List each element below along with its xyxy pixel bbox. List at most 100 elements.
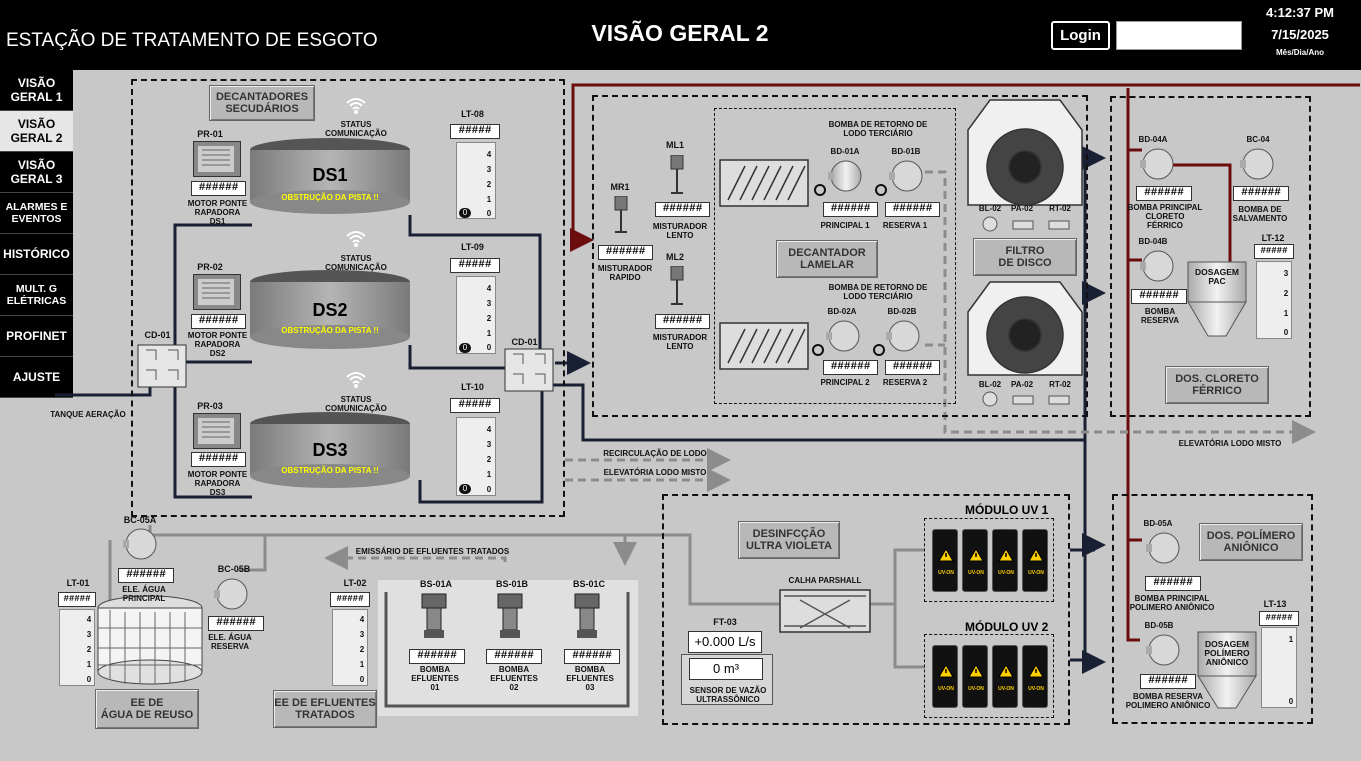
valve-icon[interactable] bbox=[1012, 393, 1034, 407]
gauge-scale-3: 3 bbox=[359, 630, 365, 639]
bs01c-tag: BS-01C bbox=[572, 579, 605, 589]
uv-module-1-frame bbox=[924, 518, 1054, 602]
nav-alarmes-eventos[interactable]: ALARMES E EVENTOS bbox=[0, 193, 73, 234]
reserva1-label: RESERVA 1 bbox=[882, 221, 928, 230]
uv-lamp-tile[interactable]: UV-ON bbox=[962, 529, 988, 592]
lamelar-decanter-button[interactable]: DECANTADOR LAMELAR bbox=[776, 240, 878, 278]
valve-icon[interactable] bbox=[1012, 218, 1034, 232]
bd05b-label: BOMBA RESERVA POLIMERO ANIÔNICO bbox=[1125, 692, 1211, 710]
submersible-pump-icon[interactable] bbox=[573, 592, 601, 642]
nav-visao-geral-1[interactable]: VISÃO GERAL 1 bbox=[0, 70, 73, 111]
chloride-dosing-button[interactable]: DOS. CLORETO FÉRRICO bbox=[1165, 366, 1269, 404]
uv-lamp-tile[interactable]: UV-ON bbox=[1022, 529, 1048, 592]
decanters-section-frame bbox=[131, 79, 565, 517]
pump-icon[interactable] bbox=[886, 318, 922, 354]
ds1-tank-name[interactable]: DS1 bbox=[312, 165, 348, 185]
gauge-scale-2: 2 bbox=[359, 645, 365, 654]
mixer-icon[interactable] bbox=[613, 195, 629, 236]
lt02-tag: LT-02 bbox=[343, 578, 367, 588]
lt02-value: ##### bbox=[330, 592, 370, 607]
blower-icon[interactable] bbox=[980, 391, 1000, 407]
pump-icon[interactable] bbox=[828, 158, 864, 194]
reuse-water-tank bbox=[97, 595, 203, 685]
uv-lamp-tile[interactable]: UV-ON bbox=[962, 645, 988, 708]
ml1-value: ###### bbox=[655, 202, 710, 217]
bd02b-tag: BD-02B bbox=[887, 307, 917, 316]
ds3-tank-name[interactable]: DS3 bbox=[312, 440, 348, 460]
pump-icon[interactable] bbox=[826, 318, 862, 354]
motor-icon[interactable] bbox=[193, 413, 241, 449]
flow-volume-value: 0 m³ bbox=[689, 658, 763, 680]
lt01-level-gauge: 4 3 2 1 0 bbox=[59, 609, 95, 686]
wifi-icon bbox=[345, 95, 367, 115]
gauge-scale-4: 4 bbox=[486, 284, 492, 293]
decanters-section-label[interactable]: DECANTADORES SECUDÁRIOS bbox=[209, 85, 315, 121]
sludge-recirculation-label: RECIRCULAÇÃO DE LODO bbox=[603, 449, 707, 458]
valve-icon[interactable] bbox=[1048, 218, 1070, 232]
submersible-pump-icon[interactable] bbox=[496, 592, 524, 642]
uv-lamp-tile[interactable]: UV-ON bbox=[992, 529, 1018, 592]
gauge-scale-4: 4 bbox=[486, 425, 492, 434]
ds2-motor-label: MOTOR PONTE RAPADORA DS2 bbox=[187, 331, 248, 358]
uv-lamp-tile[interactable]: UV-ON bbox=[992, 645, 1018, 708]
mr1-value: ###### bbox=[598, 245, 653, 260]
login-button[interactable]: Login bbox=[1051, 21, 1110, 50]
bs01a-label: BOMBA EFLUENTES 01 bbox=[411, 665, 459, 692]
ds2-motor-tag: PR-02 bbox=[197, 262, 223, 272]
ds1-level-value: ##### bbox=[450, 124, 500, 139]
mr1-label: MISTURADOR RAPIDO bbox=[597, 264, 653, 282]
ds1-level-tag: LT-08 bbox=[461, 109, 484, 119]
submersible-pump-icon[interactable] bbox=[420, 592, 448, 642]
nav-ajuste[interactable]: AJUSTE bbox=[0, 357, 73, 398]
gauge-scale-2: 2 bbox=[86, 645, 92, 654]
disc-filter-button[interactable]: FILTRO DE DISCO bbox=[973, 238, 1077, 276]
gauge-scale-3: 3 bbox=[486, 299, 492, 308]
nav-visao-geral-3[interactable]: VISÃO GERAL 3 bbox=[0, 152, 73, 193]
ds2-level-gauge: 4 3 2 1 0 0 bbox=[456, 276, 496, 354]
nav-historico[interactable]: HISTÓRICO bbox=[0, 234, 73, 275]
bd05a-value: ###### bbox=[1145, 576, 1201, 591]
nav-mult-eletricas[interactable]: MULT. G ELÉTRICAS bbox=[0, 275, 73, 316]
uv-disinfection-button[interactable]: DESINFCÇÃO ULTRA VIOLETA bbox=[738, 521, 840, 559]
pump-icon[interactable] bbox=[1146, 530, 1182, 566]
mixer-icon[interactable] bbox=[669, 265, 685, 308]
polymer-dosing-button[interactable]: DOS. POLÍMERO ANIÔNICO bbox=[1199, 523, 1303, 561]
effluent-station-button[interactable]: EE DE EFLUENTES TRATADOS bbox=[273, 690, 377, 728]
uv-lamp-tile[interactable]: UV-ON bbox=[932, 645, 958, 708]
pump-icon[interactable] bbox=[1240, 146, 1276, 182]
uv-module-2-frame bbox=[924, 634, 1054, 718]
pump-icon[interactable] bbox=[214, 576, 250, 612]
nav-profinet[interactable]: PROFINET bbox=[0, 316, 73, 357]
lt12-value: ##### bbox=[1254, 244, 1294, 259]
gauge-zero-marker: 0 bbox=[459, 343, 471, 353]
ds2-tank-name[interactable]: DS2 bbox=[312, 300, 348, 320]
nav-visao-geral-2[interactable]: VISÃO GERAL 2 bbox=[0, 111, 73, 152]
pump-icon[interactable] bbox=[123, 526, 159, 562]
reuse-water-button[interactable]: EE DE ÁGUA DE REUSO bbox=[95, 689, 199, 729]
uv-lamp-tile[interactable]: UV-ON bbox=[1022, 645, 1048, 708]
sludge-dashed-lines bbox=[324, 170, 1316, 570]
ds3-status-label: STATUS COMUNICAÇÃO bbox=[325, 395, 387, 413]
bd04a-label: BOMBA PRINCIPAL CLORETO FÉRRICO bbox=[1127, 203, 1203, 230]
gauge-scale-4: 4 bbox=[86, 615, 92, 624]
motor-icon[interactable] bbox=[193, 141, 241, 177]
pump-icon[interactable] bbox=[1140, 146, 1176, 182]
pump-return-title-1: BOMBA DE RETORNO DE LODO TERCIÁRIO bbox=[828, 120, 928, 138]
mixer-icon[interactable] bbox=[669, 154, 685, 197]
valve-icon[interactable] bbox=[1048, 393, 1070, 407]
tertiary-section-frame bbox=[592, 95, 1088, 417]
blower-icon[interactable] bbox=[980, 216, 1000, 232]
ds1-status-label: STATUS COMUNICAÇÃO bbox=[325, 120, 387, 138]
gauge-scale-4: 4 bbox=[359, 615, 365, 624]
pump-icon[interactable] bbox=[1140, 248, 1176, 284]
ml2-tag: ML2 bbox=[666, 252, 684, 262]
pump-icon[interactable] bbox=[1146, 632, 1182, 668]
pump-icon[interactable] bbox=[889, 158, 925, 194]
gauge-zero-marker: 0 bbox=[459, 484, 471, 494]
uv-lamp-tile[interactable]: UV-ON bbox=[932, 529, 958, 592]
motor-icon[interactable] bbox=[193, 274, 241, 310]
login-user-field[interactable] bbox=[1116, 21, 1242, 50]
bc05b-label: ELE. ÁGUA RESERVA bbox=[208, 633, 252, 651]
mr1-tag: MR1 bbox=[610, 182, 630, 192]
gauge-scale-0: 0 bbox=[486, 343, 492, 352]
